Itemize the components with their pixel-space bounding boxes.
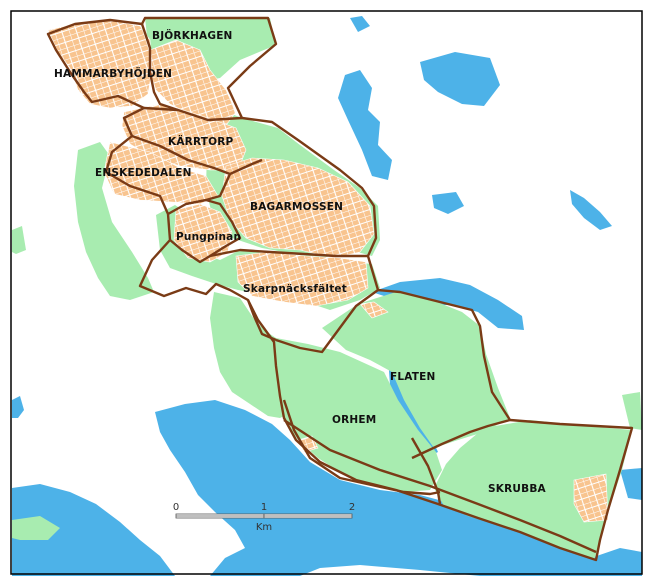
urban-skrubba — [573, 473, 609, 523]
label-skrubba[interactable]: SKRUBBA — [488, 483, 547, 495]
scale-unit: Km — [256, 522, 272, 533]
urban-flaten-spot — [359, 301, 389, 319]
scale-tick-2: 2 — [349, 502, 355, 513]
lake-right-small — [432, 192, 464, 214]
green-orhem — [274, 338, 442, 492]
scale-tick-0: 0 — [173, 502, 179, 513]
boundary-skarpnack — [209, 248, 368, 258]
green-bottom-left — [12, 516, 60, 540]
lake-far-right — [570, 190, 612, 230]
label-pungpinan[interactable]: Pungpinan — [176, 231, 241, 243]
boundary-south-line — [283, 418, 597, 554]
water-bottom-right — [585, 548, 642, 576]
boundary-orhem-inner — [282, 399, 441, 496]
urban-skarpnack — [235, 251, 369, 307]
map-frame — [10, 10, 643, 575]
district-labels: BJÖRKHAGEN HAMMARBYHÖJDEN KÄRRTORP ENSKE… — [54, 28, 547, 495]
sea-southwest — [155, 400, 608, 576]
green-edge-right — [622, 392, 642, 430]
label-skarpnacksfaltet[interactable]: Skarpnäcksfältet — [243, 283, 347, 295]
sea-west-edge — [12, 484, 175, 576]
scale-tick-1: 1 — [261, 502, 267, 513]
lake-center — [350, 16, 370, 32]
label-orhem[interactable]: ORHEM — [332, 414, 376, 426]
boundary-orhem-skrubba — [410, 437, 442, 505]
lake-right-large — [420, 52, 500, 106]
label-bjorkhagen[interactable]: BJÖRKHAGEN — [152, 28, 233, 42]
lake-upper-right — [338, 70, 392, 180]
boundary-karrtorp — [143, 106, 243, 122]
scale-bar: 0 1 2 Km — [173, 502, 355, 533]
boundary-southwest — [246, 299, 277, 342]
district-boundaries — [46, 16, 634, 562]
label-flaten[interactable]: FLATEN — [390, 371, 436, 383]
water-right-bottom — [620, 468, 642, 500]
label-hammarbyhojden[interactable]: HAMMARBYHÖJDEN — [54, 66, 172, 80]
boundary-outer — [46, 16, 634, 562]
green-left-bits — [12, 226, 26, 254]
label-karrtorp[interactable]: KÄRRTORP — [168, 134, 234, 148]
boundary-hammarby-bjork — [140, 23, 179, 112]
label-enskededalen[interactable]: ENSKEDEDALEN — [95, 167, 192, 179]
water-left-sliver — [12, 396, 24, 418]
green-skrubba — [434, 420, 632, 560]
label-bagarmossen[interactable]: BAGARMOSSEN — [250, 201, 343, 213]
boundary-pungpinan — [169, 198, 242, 264]
green-flaten — [322, 292, 510, 448]
boundary-bagarmossen — [229, 158, 263, 176]
boundary-flaten-skrubba — [411, 418, 511, 460]
green-west — [74, 142, 154, 300]
boundary-flaten-orhem — [275, 289, 379, 354]
